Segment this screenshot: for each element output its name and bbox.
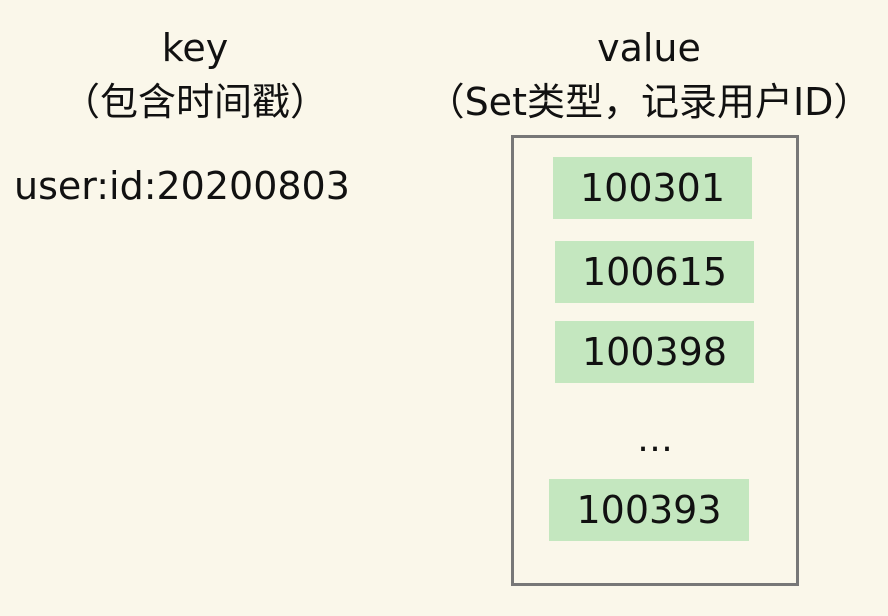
set-member: 100301 [553, 157, 752, 219]
set-member: 100615 [555, 241, 754, 303]
set-member: 100393 [549, 479, 749, 541]
key-example: user:id:20200803 [14, 164, 350, 208]
key-column-title: key [161, 26, 229, 70]
value-column-subtitle: （Set类型，记录用户ID） [426, 80, 872, 124]
value-column-title: value [597, 26, 701, 70]
key-column-subtitle: （包含时间戳） [61, 80, 328, 124]
set-ellipsis: … [637, 419, 673, 460]
set-container [511, 135, 799, 586]
set-member: 100398 [555, 321, 754, 383]
